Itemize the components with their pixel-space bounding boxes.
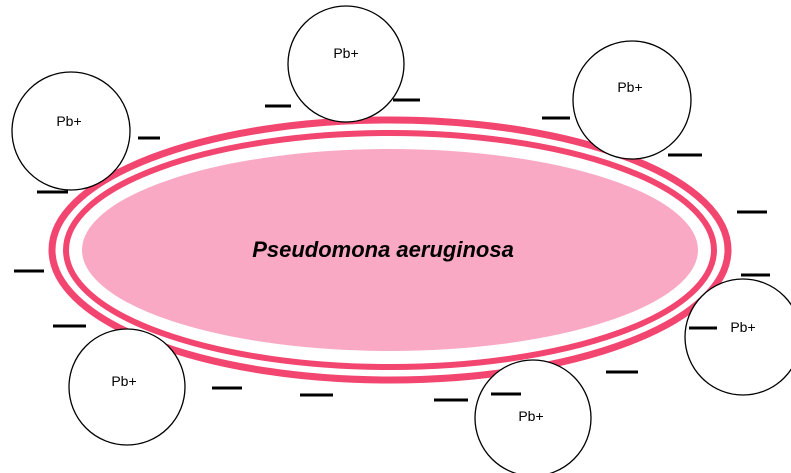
lead-ion: Pb+ [12,72,130,190]
cell-species-label: Pseudomona aeruginosa [252,237,514,262]
ion-label: Pb+ [111,373,136,389]
lead-ion: Pb+ [573,41,691,159]
lead-ion: Pb+ [288,6,404,122]
ion-label: Pb+ [333,45,358,61]
ion-label: Pb+ [56,113,81,129]
ion-label: Pb+ [730,319,755,335]
lead-ion: Pb+ [69,329,185,445]
lead-ion: Pb+ [475,360,591,473]
ion-label: Pb+ [518,408,543,424]
ion-label: Pb+ [617,79,642,95]
lead-ion: Pb+ [685,279,791,395]
